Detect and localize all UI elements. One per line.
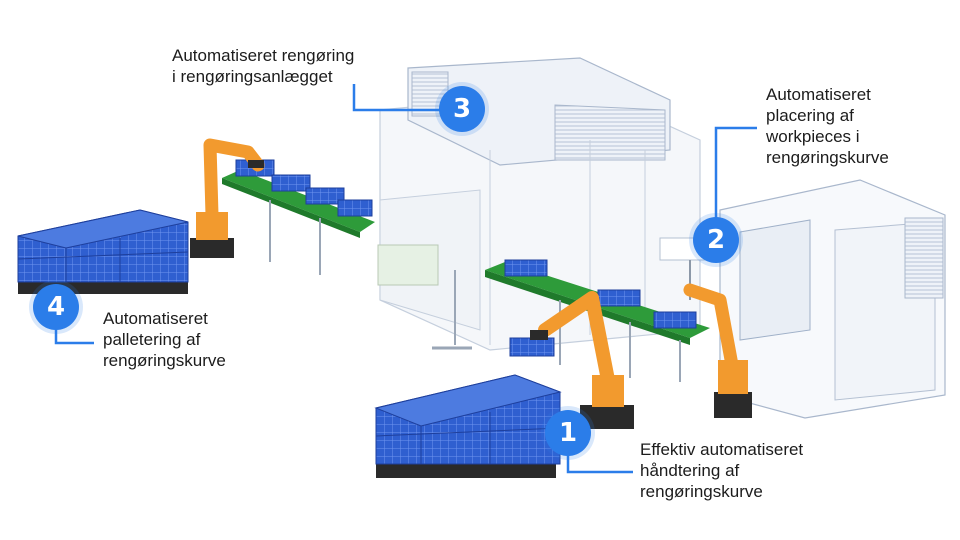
callout-2-line-4: rengøringskurve [766,148,889,167]
callout-4-line-3: rengøringskurve [103,351,226,370]
callout-2-line-1: Automatiseret [766,85,871,104]
callout-1-line-1: Effektiv automatiseret [640,440,804,459]
callout-3-badge: 3 [439,86,485,132]
callout-1-line-3: rengøringskurve [640,482,763,501]
cnc-machine [659,179,946,419]
robot-loading [683,283,752,418]
callout-1-line-2: håndtering af [640,461,740,480]
pallet-stack-left [17,209,189,294]
callout-4-line-2: palletering af [103,330,201,349]
callout-1-badge: 1 [545,410,591,456]
callout-2-line-2: placering af [766,106,854,125]
callout-4-line-1: Automatiseret [103,309,208,328]
pallet-stack-bottom [374,374,562,478]
cleaning-machine [377,57,701,351]
robot-palletizing [190,138,265,258]
conveyor-upper [222,170,375,275]
callout-3-line-2: i rengøringsanlægget [172,67,333,86]
callout-4-label: Automatiseret palletering af rengøringsk… [103,308,226,371]
baskets-on-conveyor [235,159,697,357]
callout-3-line-1: Automatiseret rengøring [172,46,355,65]
callout-2-line-3: workpieces i [766,127,860,146]
callout-2-label: Automatiseret placering af workpieces i … [766,84,889,168]
callout-2-badge: 2 [693,217,739,263]
callout-3-label: Automatiseret rengøring i rengøringsanlæ… [172,45,354,87]
callout-4-badge: 4 [33,284,79,330]
robot-handling [530,291,634,429]
callout-1-label: Effektiv automatiseret håndtering af ren… [640,439,803,502]
